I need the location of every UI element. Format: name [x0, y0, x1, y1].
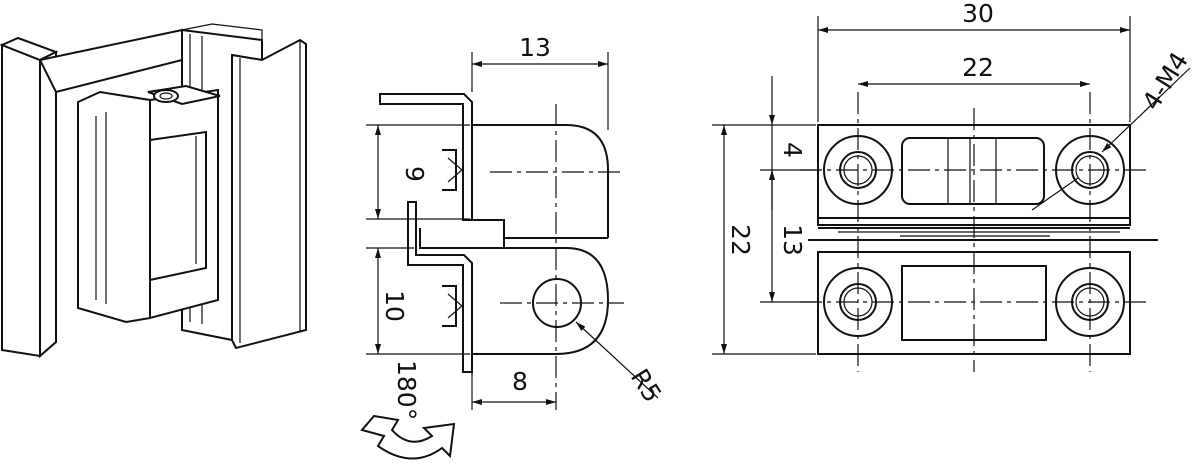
hinge-body — [77, 90, 151, 324]
rotation-arrow-icon — [360, 414, 456, 460]
dim-hole-pitch: 13 — [778, 224, 807, 256]
front-view: 30 22 4-M4 22 4 13 — [712, 0, 1194, 372]
upper-knuckle — [472, 124, 609, 238]
dim-lower-height: 10 — [380, 290, 409, 322]
dim-upper-height: 9 — [400, 166, 429, 182]
lower-bracket — [407, 201, 473, 373]
dim-bottom-offset: 8 — [512, 367, 528, 396]
dim-radius: R5 — [625, 364, 667, 408]
dim-overall-height: 22 — [726, 224, 755, 256]
upper-bracket — [379, 93, 473, 221]
rotation-label: 180° — [392, 360, 421, 420]
isometric-view — [0, 23, 307, 359]
dim-top-offset: 4 — [778, 142, 807, 158]
dim-overall-width: 30 — [962, 0, 994, 28]
dim-holes: 4-M4 — [1136, 47, 1194, 115]
lower-knuckle — [472, 247, 610, 355]
dim-top-width: 13 — [519, 33, 551, 62]
left-profile — [1, 43, 41, 358]
side-view: 13 9 10 8 R5 180° — [360, 33, 667, 460]
dim-hole-spacing: 22 — [962, 53, 994, 82]
